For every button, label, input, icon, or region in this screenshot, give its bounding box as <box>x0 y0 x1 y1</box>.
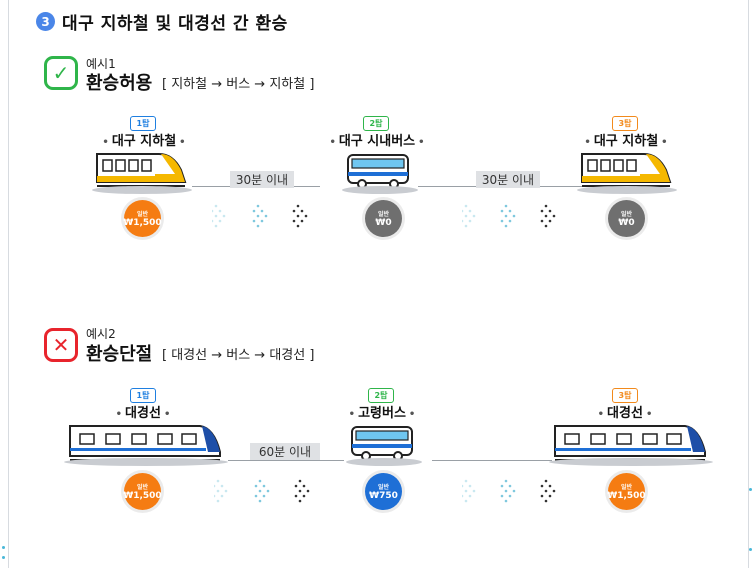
edge-dot <box>749 548 752 551</box>
example2-route: [ 대경선 → 버스 → 대경선 ] <box>162 348 315 363</box>
example1-route: [ 지하철 → 버스 → 지하철 ] <box>162 77 315 92</box>
fare-circle: 일반₩1,500 <box>607 473 646 510</box>
subway-train-icon <box>96 153 187 187</box>
fare-circle: 일반₩750 <box>365 473 402 510</box>
right-frame-line <box>748 0 749 568</box>
mode-label-daegyeong: 대경선 <box>582 402 668 421</box>
check-icon: ✓ <box>44 56 78 90</box>
bus-shadow <box>346 458 422 466</box>
edge-dot <box>2 556 5 559</box>
example1-status: 환승허용 <box>86 73 153 94</box>
subway-train-icon <box>581 153 672 187</box>
gap-time-label: 30분 이내 <box>230 171 294 188</box>
example1-small-label: 예시1 <box>86 57 116 71</box>
mode-label-daegyeong: 대경선 <box>100 402 186 421</box>
fare-circle: 일반₩0 <box>365 200 402 237</box>
section-title: 대구 지하철 및 대경선 간 환승 <box>62 14 288 34</box>
daegyeong-train-icon <box>69 425 221 461</box>
arrow-chevrons-icon <box>214 479 310 503</box>
example2-small-label: 예시2 <box>86 327 116 341</box>
train-shadow <box>64 458 228 466</box>
daegyeong-train-icon <box>554 425 706 461</box>
bus-shadow <box>342 186 418 194</box>
arrow-chevrons-icon <box>212 204 308 228</box>
example2-status: 환승단절 <box>86 344 153 365</box>
gap-line <box>432 460 552 461</box>
tag-2-badge: 2탑 <box>368 388 394 403</box>
x-icon: ✕ <box>44 328 78 362</box>
tag-1-badge: 1탑 <box>130 116 156 131</box>
tag-3-badge: 3탑 <box>612 388 638 403</box>
section-number-badge: 3 <box>36 12 55 31</box>
gap-line <box>228 460 344 461</box>
arrow-chevrons-icon <box>462 479 556 503</box>
tag-3-badge: 3탑 <box>612 116 638 131</box>
left-frame-line <box>8 0 9 568</box>
gap-time-label: 60분 이내 <box>250 443 320 460</box>
tag-1-badge: 1탑 <box>130 388 156 403</box>
mode-label-subway: 대구 지하철 <box>576 130 676 149</box>
train-shadow <box>577 186 677 194</box>
train-shadow <box>92 186 192 194</box>
mode-label-bus: 대구 시내버스 <box>322 130 432 149</box>
gap-time-label: 30분 이내 <box>476 171 540 188</box>
tag-2-badge: 2탑 <box>363 116 389 131</box>
arrow-chevrons-icon <box>462 204 556 228</box>
fare-circle: 일반₩1,500 <box>123 200 162 237</box>
edge-dot <box>2 546 5 549</box>
fare-circle: 일반₩0 <box>608 200 645 237</box>
goryeong-bus-icon <box>351 426 413 461</box>
fare-circle: 일반₩1,500 <box>123 473 162 510</box>
mode-label-goryeong-bus: 고령버스 <box>338 402 426 421</box>
train-shadow <box>549 458 713 466</box>
mode-label-subway: 대구 지하철 <box>96 130 192 149</box>
edge-dot <box>749 488 752 491</box>
city-bus-icon <box>347 154 409 189</box>
